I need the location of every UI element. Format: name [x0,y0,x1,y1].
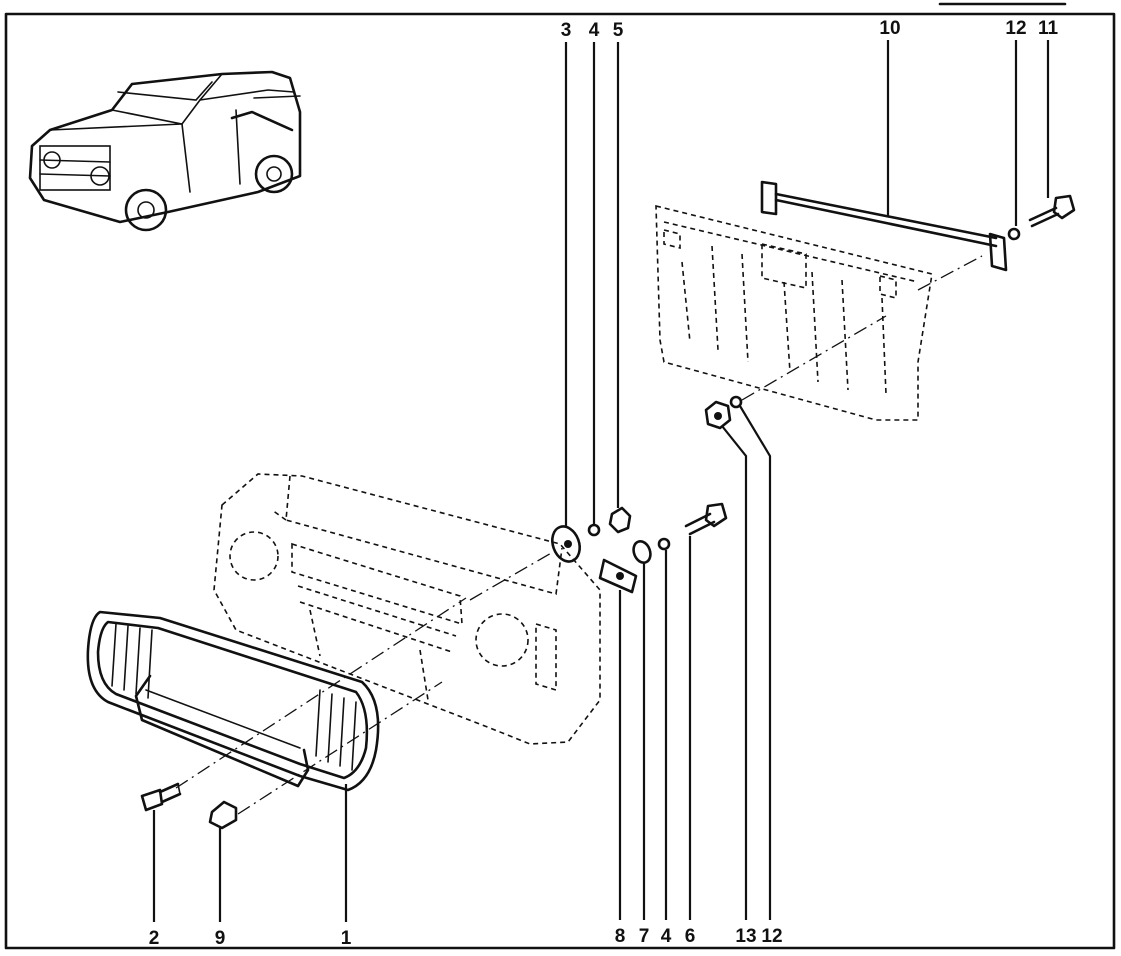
bolt-part-2 [140,782,182,812]
grille-guard [86,610,380,792]
callout-2: 2 [149,928,160,949]
vehicle-thumbnail [28,70,302,232]
callout-labels: 3 4 5 10 12 11 2 9 1 8 7 4 6 13 12 [149,18,1059,949]
callout-1: 1 [341,928,352,949]
nut-part-9 [208,800,238,830]
callout-4-top: 4 [589,20,600,41]
callout-12-top: 12 [1005,18,1026,39]
strap-part-10 [760,180,1008,272]
radiator-outline [213,473,601,745]
fastener-group-mid [704,395,743,430]
fastener-group-left [551,502,728,594]
tailgate-outline [655,204,933,421]
callout-13: 13 [735,926,756,947]
assembly-axes [175,255,983,815]
callout-11: 11 [1038,18,1059,39]
callout-10: 10 [879,18,900,39]
callout-9: 9 [215,928,226,949]
callout-8: 8 [615,926,626,947]
callout-6: 6 [685,926,696,947]
callout-3: 3 [561,20,572,41]
page-frame [4,2,1116,950]
fastener-group-top-right [1007,194,1076,241]
callout-4-bottom: 4 [661,926,672,947]
callout-7: 7 [639,926,650,947]
callout-5: 5 [613,20,624,41]
callout-12-bottom: 12 [761,926,782,947]
callout-leaders [152,40,1050,922]
